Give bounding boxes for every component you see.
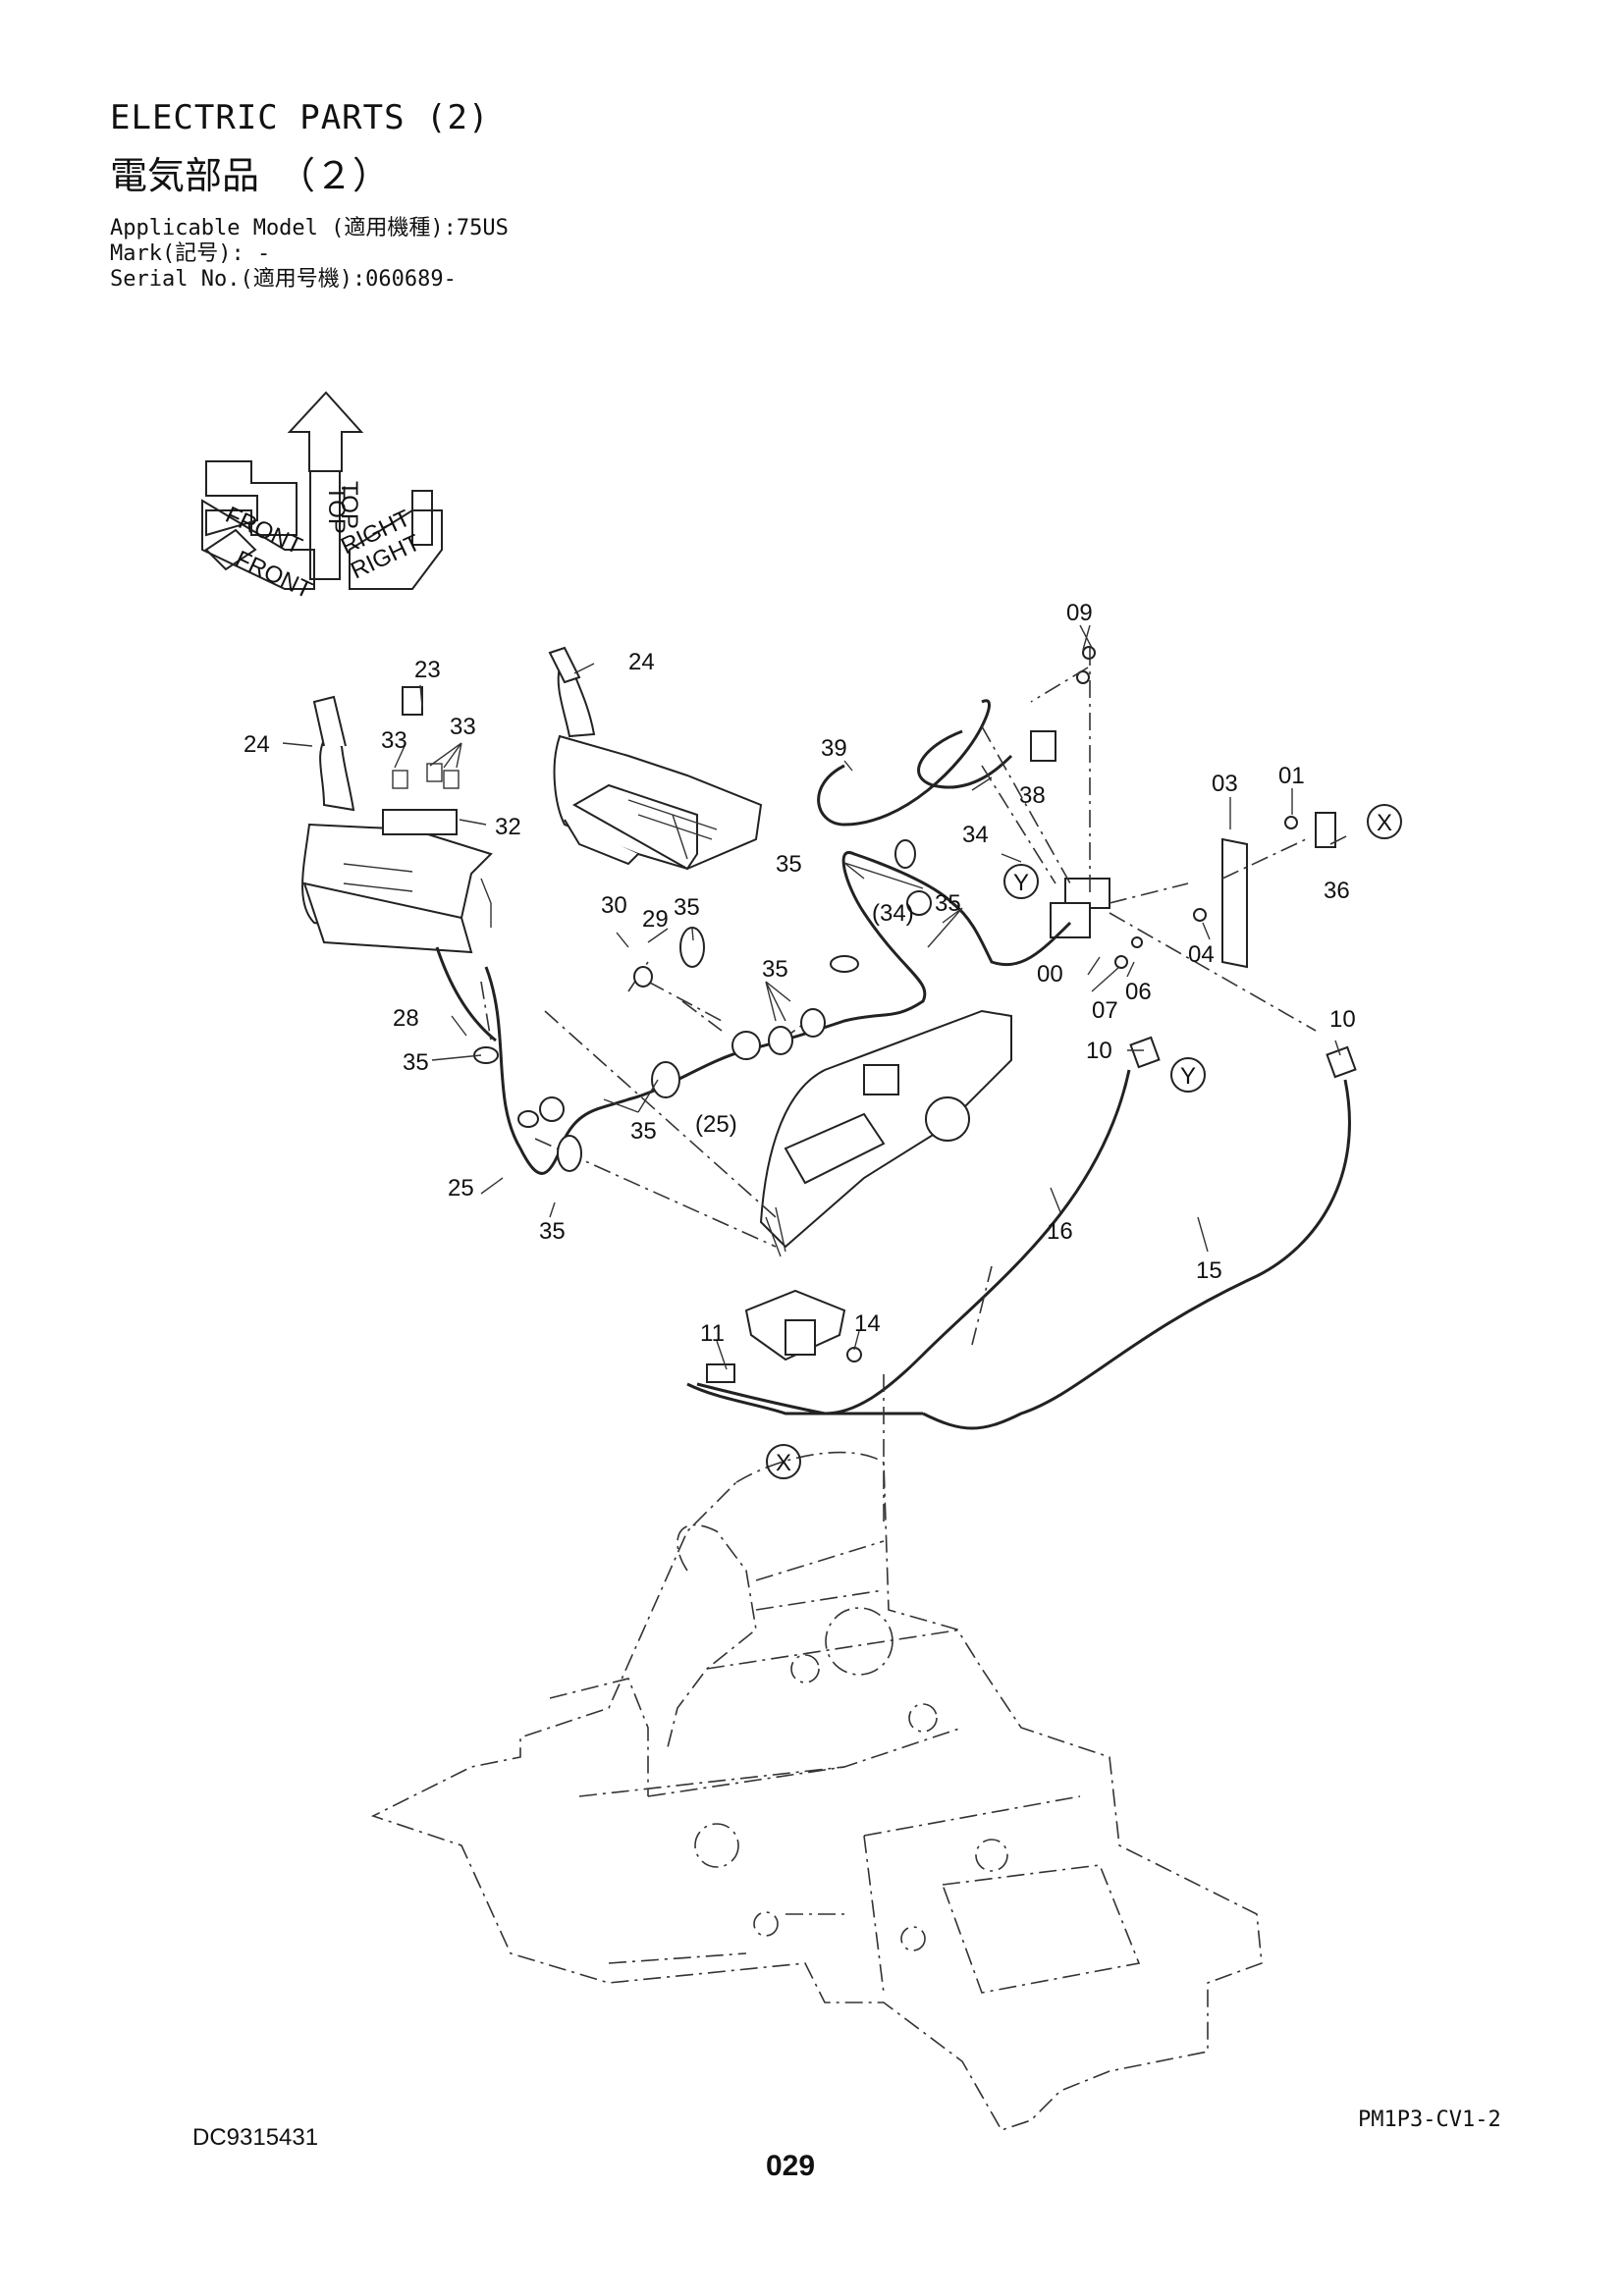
drawing-number: DC9315431 (192, 2124, 319, 2151)
callout-36: 36 (1324, 878, 1350, 904)
callout-32: 32 (495, 814, 521, 840)
callout-01: 01 (1278, 763, 1305, 789)
callout-35-b: 35 (935, 890, 961, 917)
serial-number: Serial No.(適用号機):060689- (110, 267, 457, 292)
callout-29: 29 (642, 906, 669, 933)
callout-28: 28 (393, 1005, 419, 1032)
console-plate (759, 1009, 1012, 1257)
callout-11: 11 (700, 1320, 725, 1347)
leader-lines (480, 648, 1351, 1522)
cable-11 (686, 1382, 923, 1415)
ref-y-left: Y (1013, 870, 1029, 896)
cable-15 (922, 1079, 1351, 1430)
relay-assembly (1050, 646, 1336, 969)
cable-16 (696, 1069, 1131, 1415)
callout-35-d: 35 (762, 956, 788, 983)
callout-38: 38 (1019, 782, 1046, 809)
label-front-2: FRONT (221, 502, 306, 561)
page-title-japanese: 電気部品 （２） (110, 154, 391, 197)
callout-30: 30 (601, 892, 627, 919)
main-harness-25 (484, 851, 1072, 1175)
callout-39: 39 (821, 735, 847, 762)
ref-circle-y-right (1170, 1057, 1206, 1093)
callout-10-right: 10 (1329, 1006, 1356, 1033)
left-joystick-assembly (301, 686, 493, 954)
callout-00: 00 (1037, 961, 1063, 988)
callout-35-g: 35 (539, 1218, 566, 1245)
callout-03: 03 (1212, 771, 1238, 797)
label-top-2: TOP (336, 481, 362, 529)
label-front: FRONT (231, 546, 316, 605)
connector-10-right (1326, 1045, 1357, 1079)
harness-38 (917, 729, 1013, 789)
switch-bracket (706, 1289, 862, 1383)
callout-23: 23 (414, 657, 441, 683)
callout-25: 25 (448, 1175, 474, 1201)
callout-33-left: 33 (381, 727, 407, 754)
ref-y-right: Y (1180, 1063, 1196, 1090)
ref-circle-x-top (1367, 804, 1402, 839)
page-code: PM1P3-CV1-2 (1358, 2108, 1501, 2132)
callout-35-e: 35 (403, 1049, 429, 1076)
callout-24-left: 24 (244, 731, 270, 758)
ref-x-bottom: X (776, 1450, 791, 1476)
callout-35-a: 35 (776, 851, 802, 878)
callout-14: 14 (854, 1310, 881, 1337)
harness-39 (817, 699, 991, 827)
callout-33-right: 33 (450, 714, 476, 740)
mark: Mark(記号): - (110, 241, 271, 266)
harness-clamps (473, 839, 932, 1172)
callout-07: 07 (1092, 997, 1118, 1024)
callout-16: 16 (1047, 1218, 1073, 1245)
callout-leaders (282, 624, 1341, 1370)
callout-10-left: 10 (1086, 1038, 1112, 1064)
callout-25-paren: (25) (695, 1111, 737, 1138)
callout-34: 34 (962, 822, 989, 848)
label-top: TOP (323, 486, 350, 534)
callout-06: 06 (1125, 979, 1152, 1005)
callout-24-right: 24 (628, 649, 655, 675)
page-title: ELECTRIC PARTS (2) (110, 98, 490, 137)
callout-34-paren: (34) (872, 900, 914, 927)
connector-10-left (1129, 1036, 1161, 1069)
ref-x-top: X (1377, 810, 1392, 836)
callout-35-c: 35 (674, 894, 700, 921)
machine-frame (370, 1451, 1263, 2131)
ref-circle-y-left (1003, 864, 1039, 899)
callout-09: 09 (1066, 600, 1093, 626)
harness-branch-28 (435, 946, 497, 1042)
orientation-indicator: TOP TOP FRONT FRONT RIGHT RIGHT (201, 391, 443, 605)
callout-35-f: 35 (630, 1118, 657, 1145)
connector-38 (1030, 730, 1056, 762)
leader-lines-2 (627, 961, 816, 1041)
callout-15: 15 (1196, 1257, 1222, 1284)
page-number: 029 (766, 2150, 816, 2182)
right-joystick-assembly (548, 646, 763, 871)
callout-04: 04 (1188, 941, 1215, 968)
ref-circle-x-bottom (766, 1444, 801, 1479)
applicable-model: Applicable Model (適用機種):75US (110, 216, 509, 240)
